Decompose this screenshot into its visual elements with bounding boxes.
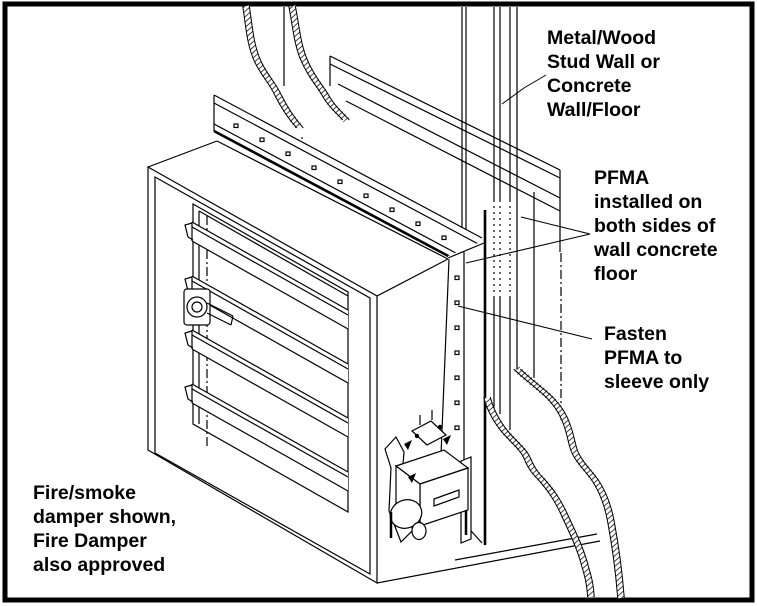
top-pfma-angle bbox=[213, 94, 483, 276]
wall-studs bbox=[283, 7, 562, 430]
conduit-hole bbox=[411, 521, 427, 541]
jackshaft-coupling bbox=[410, 420, 448, 446]
pfma-label: PFMA installed on both sides of wall con… bbox=[594, 167, 718, 285]
wall-label: Metal/Wood Stud Wall or Concrete Wall/Fl… bbox=[547, 27, 661, 121]
pfma-leader-line-lower bbox=[465, 233, 591, 264]
pfma-screw-holes-top bbox=[233, 123, 447, 241]
sleeve-top-face bbox=[147, 140, 449, 297]
louver-blade bbox=[184, 221, 349, 330]
louver-blades bbox=[184, 221, 349, 492]
actuator bbox=[384, 410, 472, 544]
pfma-screw-holes-side bbox=[454, 275, 460, 431]
wall-leader-line bbox=[501, 74, 547, 105]
leader-lines bbox=[457, 74, 593, 340]
fasten-leader-line bbox=[457, 305, 593, 340]
louver-blade bbox=[184, 329, 349, 438]
louver-blade bbox=[184, 383, 349, 492]
wall-break-line-top bbox=[242, 5, 350, 131]
fasten-label: Fasten PFMA to sleeve only bbox=[604, 323, 710, 393]
jackshaft-plate bbox=[183, 288, 234, 326]
pfma-leader-line-upper bbox=[520, 216, 591, 235]
damper-note-label: Fire/smoke damper shown, Fire Damper als… bbox=[33, 482, 177, 576]
wall-break-line-bottom bbox=[483, 366, 625, 599]
